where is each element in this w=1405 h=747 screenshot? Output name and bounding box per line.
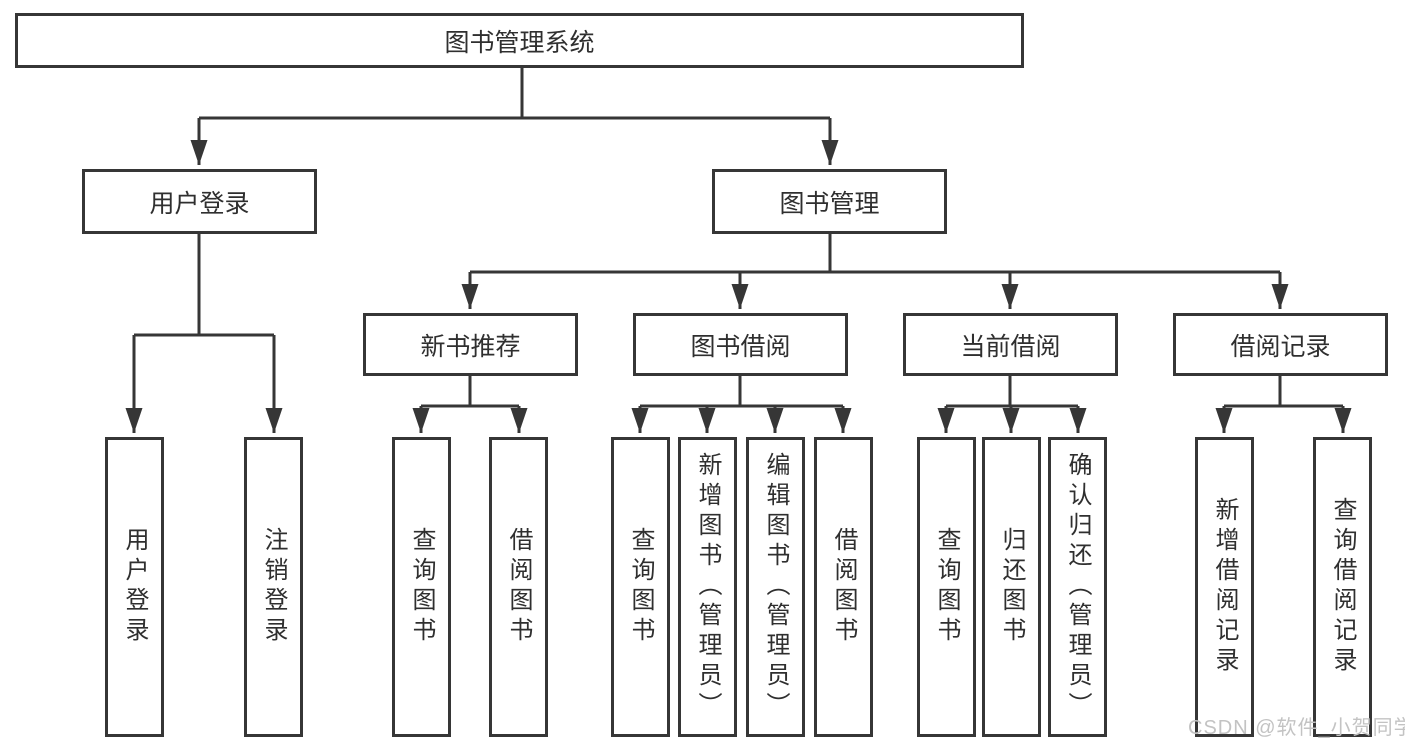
leaf-query-borrow-record: 查询借阅记录 <box>1313 437 1372 737</box>
node-book-mgmt: 图书管理 <box>712 169 947 234</box>
leaf-add-borrow-record: 新增借阅记录 <box>1195 437 1254 737</box>
edge-book-borrow-to-leaves <box>631 376 852 433</box>
leaf-return-book: 归还图书 <box>982 437 1041 737</box>
edge-new-book-rec-to-leaves <box>412 376 528 433</box>
edge-book-mgmt-to-level3 <box>461 234 1289 309</box>
leaf-query-books-3: 查询图书 <box>917 437 976 737</box>
leaf-add-book-admin: 新增图书（管理员） <box>678 437 737 737</box>
edge-root-to-level2 <box>190 68 839 165</box>
leaf-query-books-2: 查询图书 <box>611 437 670 737</box>
node-root: 图书管理系统 <box>15 13 1024 68</box>
node-user-login: 用户登录 <box>82 169 317 234</box>
node-borrow-records: 借阅记录 <box>1173 313 1388 376</box>
leaf-query-books-1: 查询图书 <box>392 437 451 737</box>
edge-borrow-records-to-leaves <box>1215 376 1352 433</box>
leaf-borrow-books-1: 借阅图书 <box>489 437 548 737</box>
watermark-text: CSDN @软件_小贺同学 <box>1188 717 1405 739</box>
edge-user-login-to-leaves <box>125 234 283 433</box>
edge-current-borrow-to-leaves <box>937 376 1087 433</box>
leaf-edit-book-admin: 编辑图书（管理员） <box>746 437 805 737</box>
leaf-borrow-books-2: 借阅图书 <box>814 437 873 737</box>
leaf-logout: 注销登录 <box>244 437 303 737</box>
leaf-user-login: 用户登录 <box>105 437 164 737</box>
leaf-confirm-return-admin: 确认归还（管理员） <box>1048 437 1107 737</box>
node-new-book-rec: 新书推荐 <box>363 313 578 376</box>
node-book-borrow: 图书借阅 <box>633 313 848 376</box>
node-current-borrow: 当前借阅 <box>903 313 1118 376</box>
